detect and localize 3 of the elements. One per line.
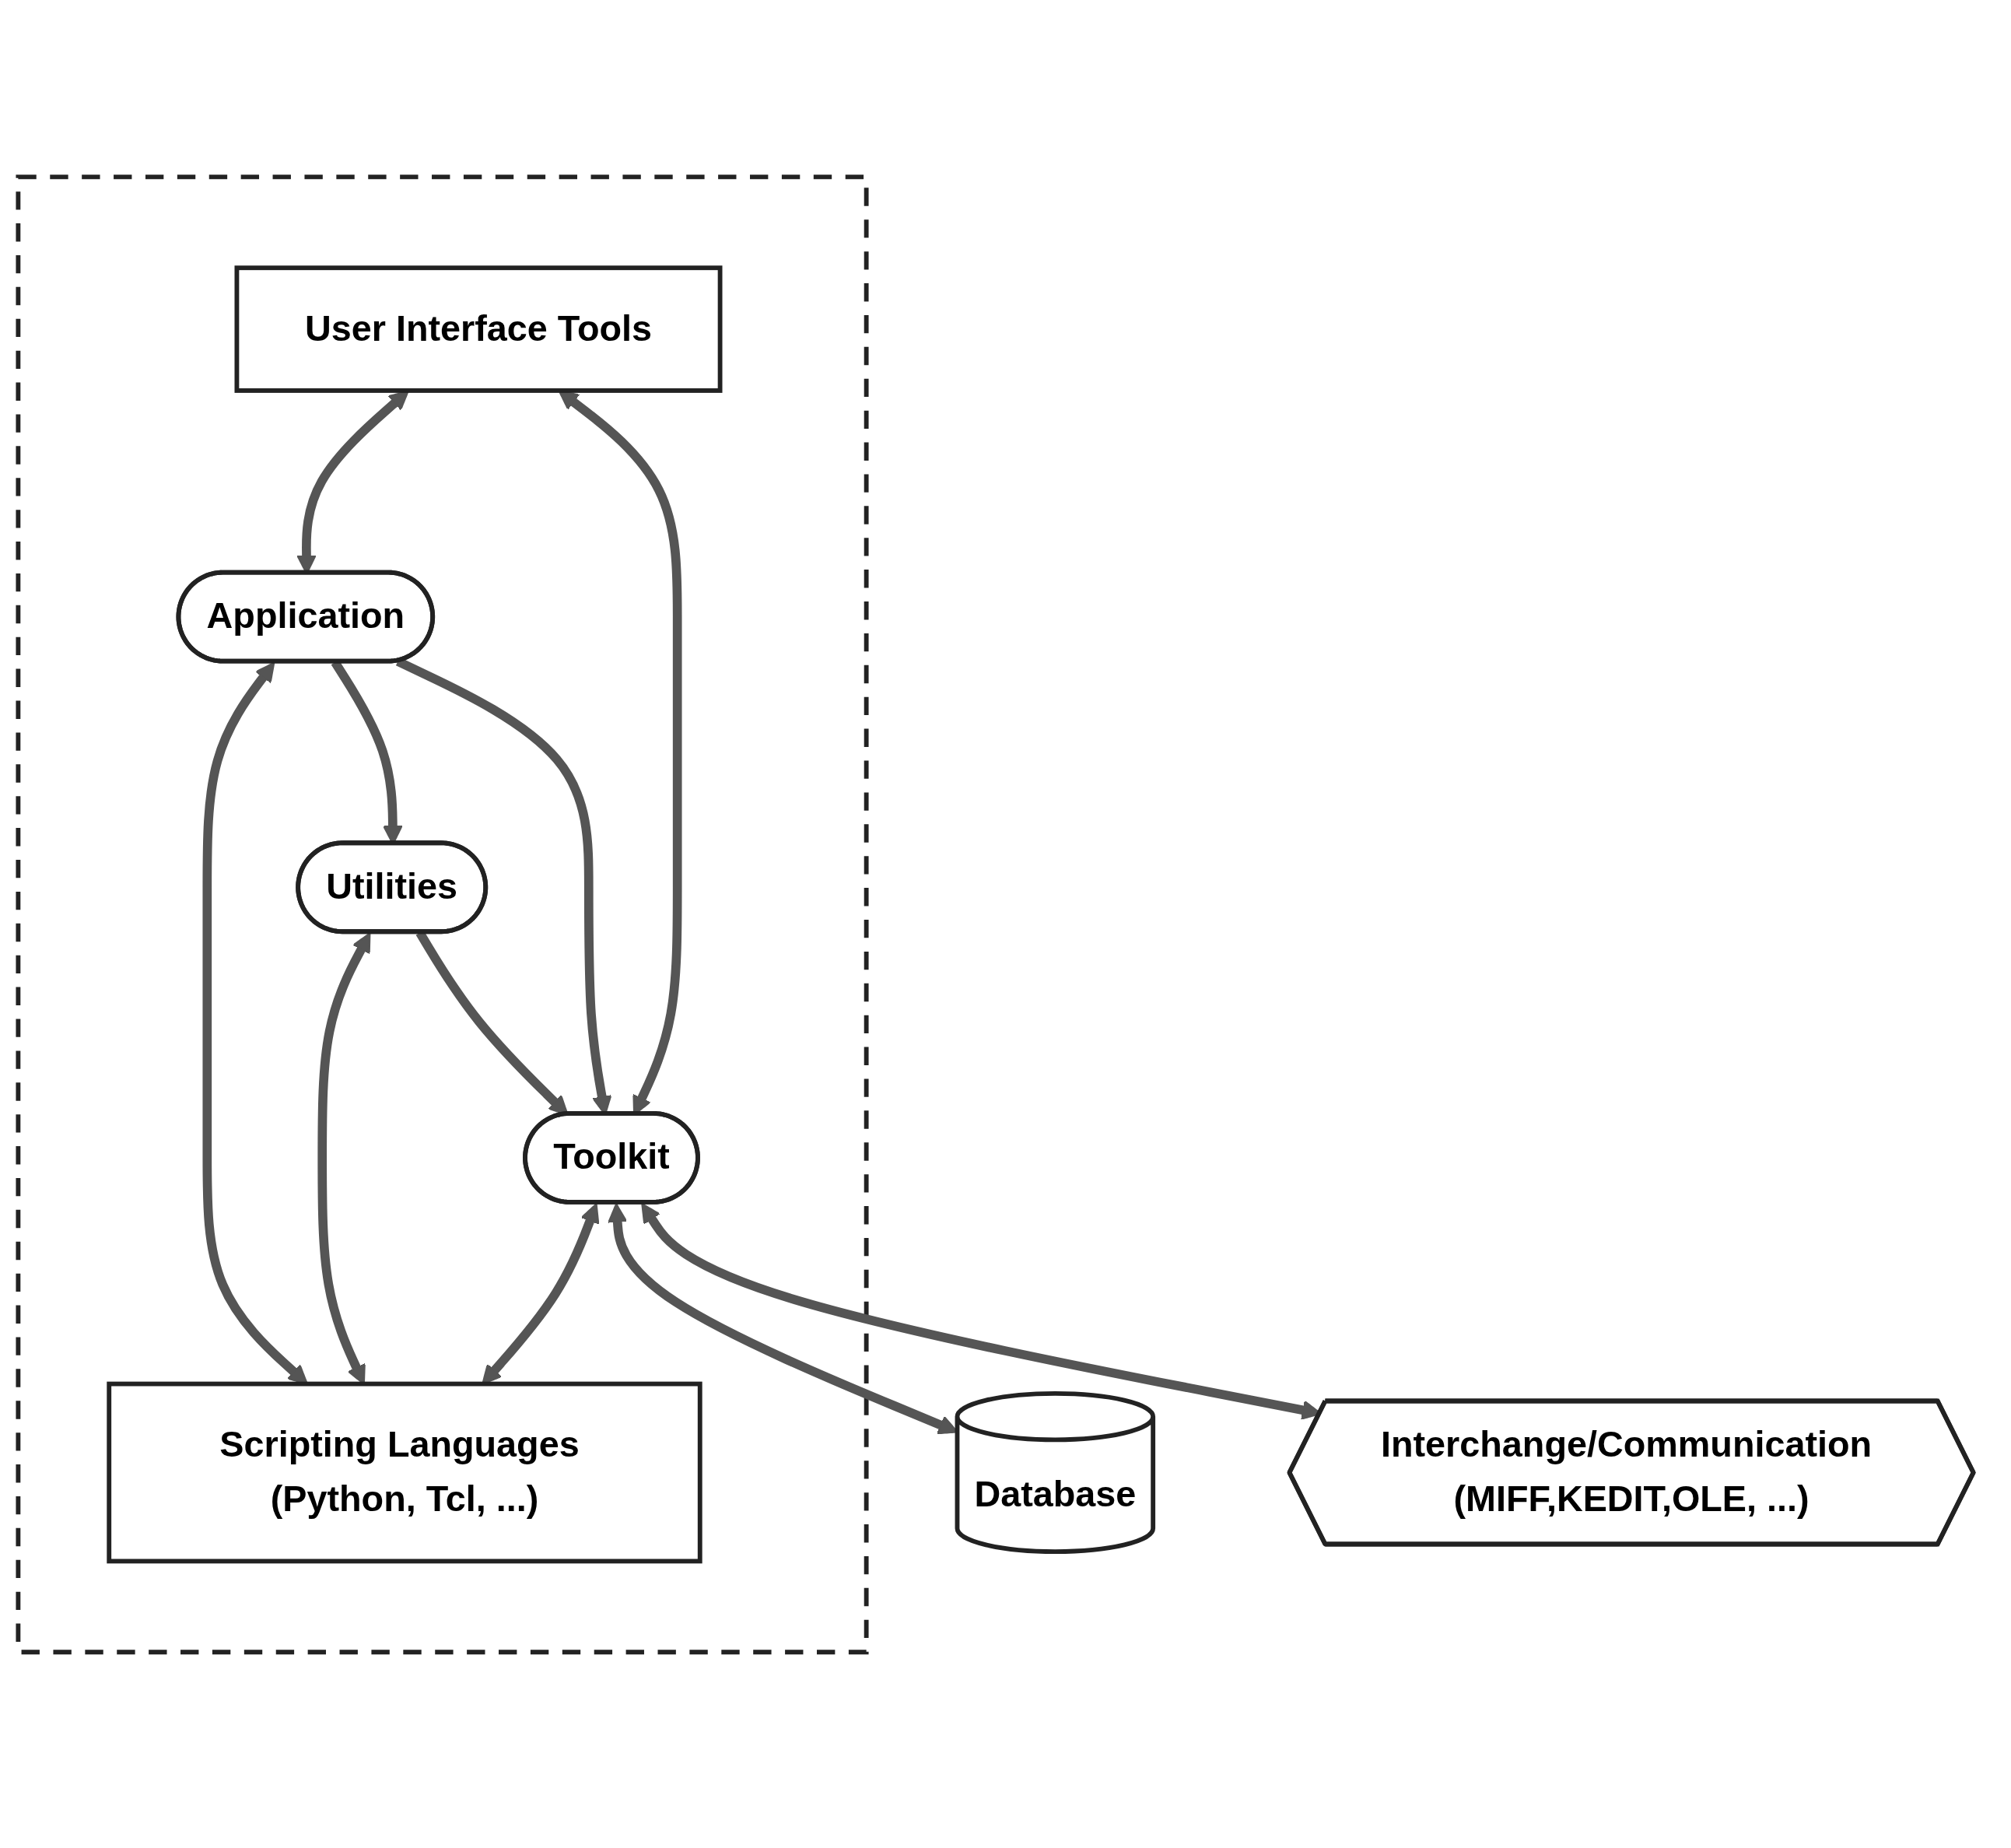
node-box: User Interface Tools: [234, 265, 723, 393]
cluster: [16, 174, 869, 1654]
node-box: Scripting Languages (Python, Tcl, ...): [107, 1381, 702, 1563]
